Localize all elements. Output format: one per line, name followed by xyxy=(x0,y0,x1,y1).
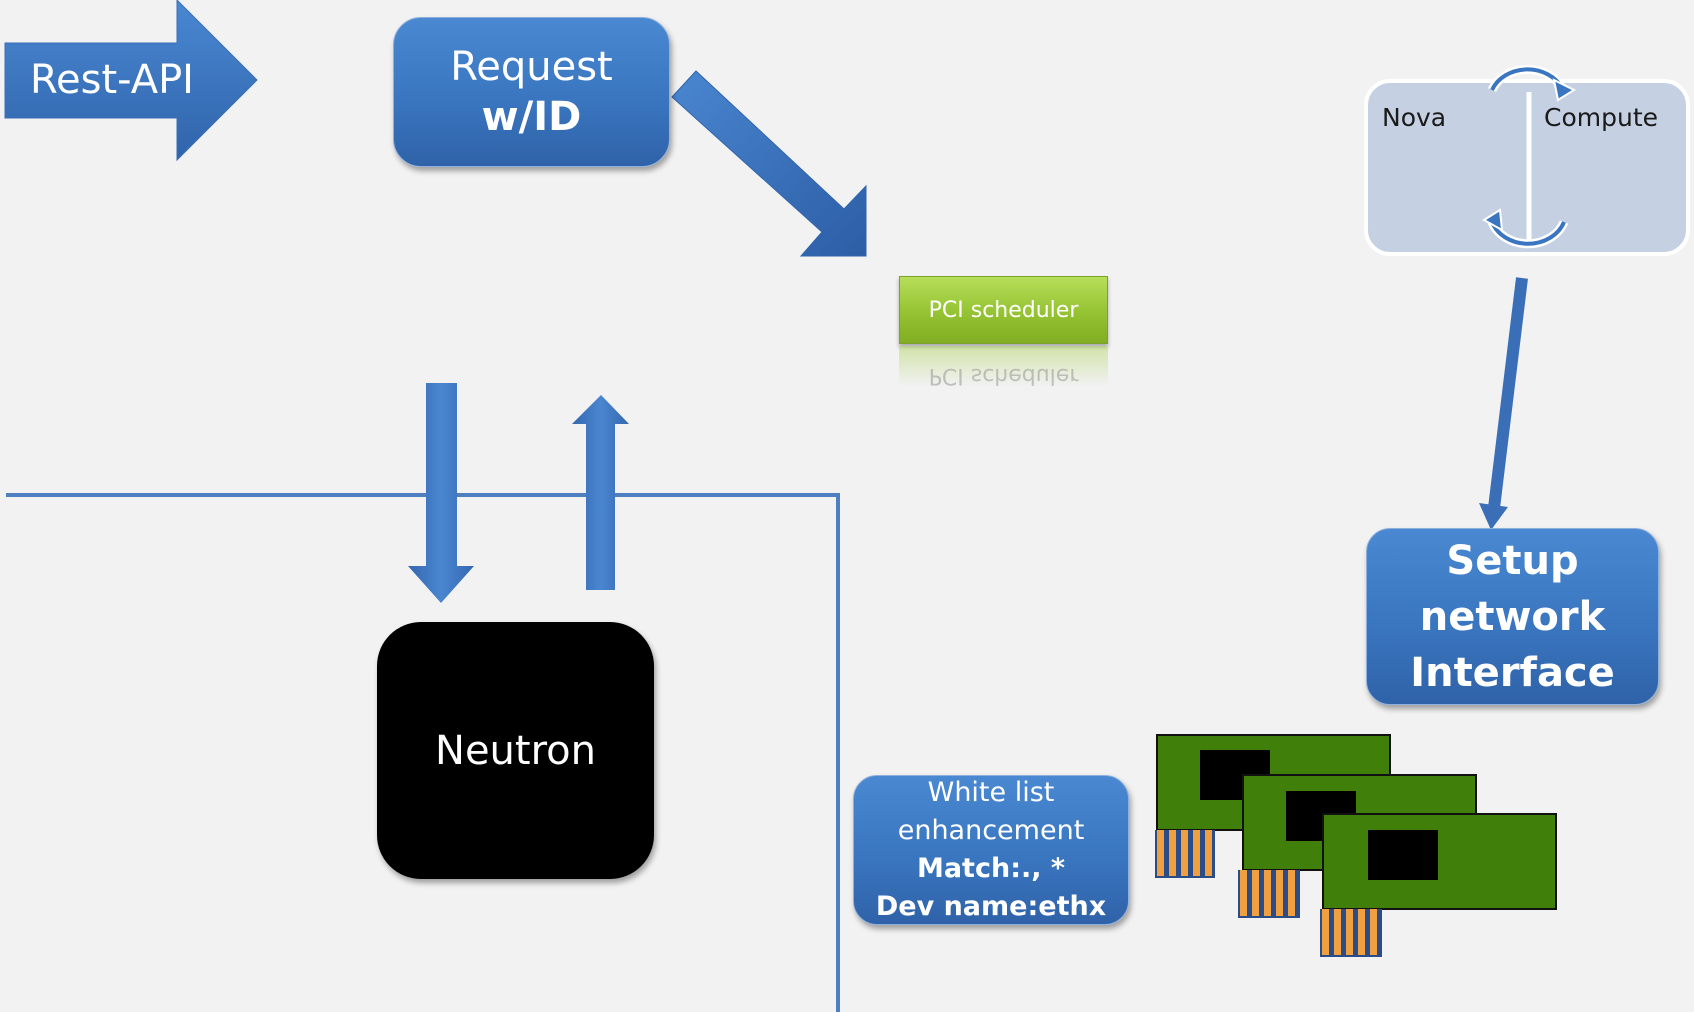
down-arrow xyxy=(408,383,474,603)
rest-api-label: Rest-API xyxy=(30,57,194,103)
pci-scheduler-reflection-label: PCI scheduler xyxy=(928,363,1079,386)
whitelist-line2: enhancement xyxy=(897,815,1085,846)
nova-to-setup-arrow-shaft xyxy=(1488,277,1528,509)
nova-to-setup-arrow-head xyxy=(1479,503,1508,530)
separator-line xyxy=(6,493,840,1012)
pci-scheduler-reflection: PCI scheduler xyxy=(899,346,1108,386)
whitelist-match: Match:., * xyxy=(916,853,1066,884)
whitelist-box: White list enhancement Match:., * Dev na… xyxy=(853,775,1129,925)
setup-network-interface-box: Setup network Interface xyxy=(1366,528,1659,705)
nic-card-icon xyxy=(1320,813,1557,957)
neutron-box: Neutron xyxy=(377,622,654,879)
nova-label: Nova xyxy=(1382,103,1447,132)
cycle-arrows-icon xyxy=(1482,64,1577,249)
request-label: Request xyxy=(450,44,613,90)
pci-scheduler-box: PCI scheduler xyxy=(899,276,1108,344)
neutron-label: Neutron xyxy=(435,727,596,774)
whitelist-devname: Dev name:ethx xyxy=(875,891,1107,922)
compute-label: Compute xyxy=(1544,103,1659,132)
whitelist-line1: White list xyxy=(927,777,1055,808)
pci-scheduler-label: PCI scheduler xyxy=(928,297,1079,323)
request-id-label: w/ID xyxy=(481,94,582,140)
interface-label: Interface xyxy=(1410,649,1615,696)
diagonal-arrow xyxy=(671,70,867,257)
setup-label: Setup xyxy=(1446,537,1579,584)
rest-api-arrow xyxy=(4,0,258,162)
request-box: Request w/ID xyxy=(393,17,670,167)
network-label: network xyxy=(1419,593,1606,640)
up-arrow xyxy=(572,395,629,590)
